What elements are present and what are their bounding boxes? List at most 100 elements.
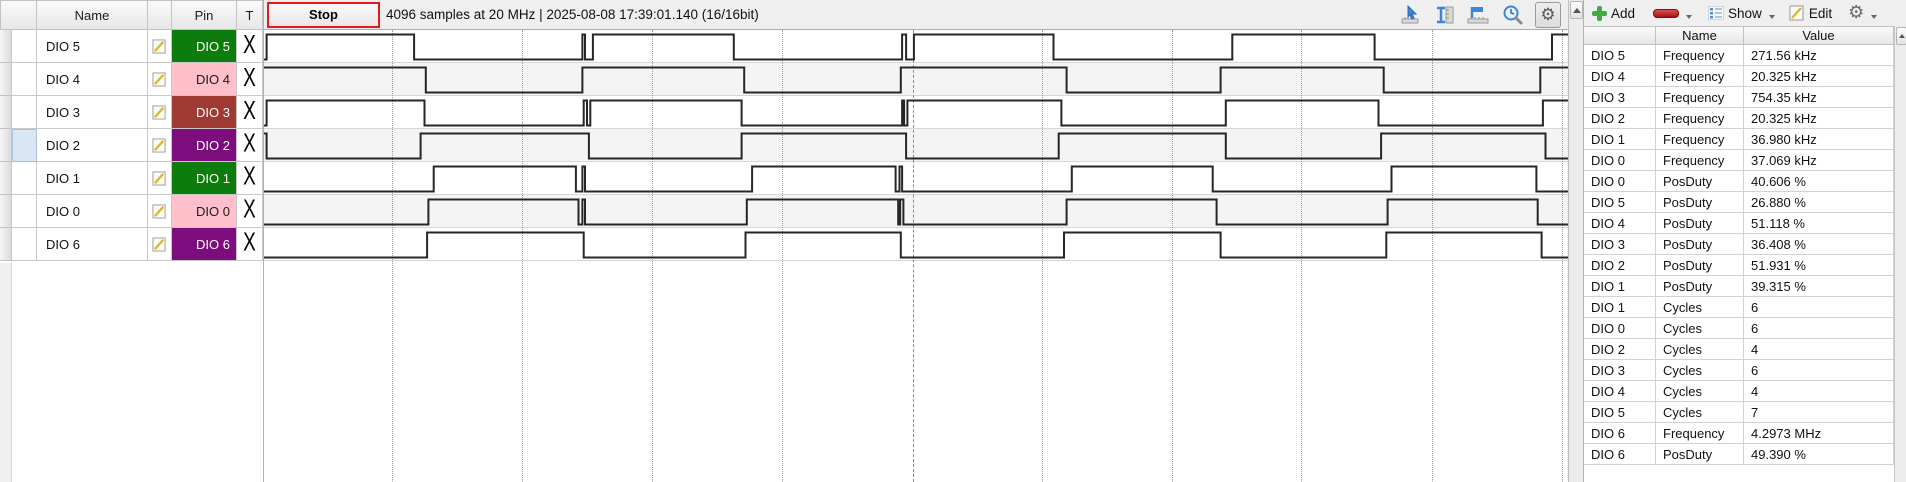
- row-select-cell[interactable]: [12, 228, 37, 261]
- waveform-plot[interactable]: [264, 30, 1569, 482]
- channel-pin-badge[interactable]: DIO 2: [172, 129, 237, 162]
- row-grip-handle[interactable]: [0, 96, 12, 129]
- hot-track-icon[interactable]: [1401, 5, 1423, 25]
- channel-pin-badge[interactable]: DIO 5: [172, 30, 237, 63]
- row-grip-handle[interactable]: [0, 228, 12, 261]
- trigger-cell[interactable]: X: [237, 195, 263, 228]
- row-select-cell[interactable]: [12, 195, 37, 228]
- row-grip-handle[interactable]: [0, 63, 12, 96]
- channel-name[interactable]: DIO 5: [37, 30, 148, 63]
- meas-value: 36.408 %: [1744, 234, 1894, 255]
- trigger-cell[interactable]: X: [237, 30, 263, 63]
- trigger-cell[interactable]: X: [237, 228, 263, 261]
- channel-name[interactable]: DIO 6: [37, 228, 148, 261]
- row-select-cell[interactable]: [12, 129, 37, 162]
- zoom-time-icon[interactable]: [1502, 4, 1524, 26]
- channel-name[interactable]: DIO 1: [37, 162, 148, 195]
- channel-note-button[interactable]: [148, 129, 172, 162]
- stop-button[interactable]: Stop: [267, 2, 380, 28]
- measurements-scrollbar[interactable]: [1894, 26, 1906, 482]
- channel-pin-badge[interactable]: DIO 0: [172, 195, 237, 228]
- channel-pin-badge[interactable]: DIO 4: [172, 63, 237, 96]
- meas-channel: DIO 1: [1584, 129, 1656, 150]
- row-select-cell[interactable]: [12, 63, 37, 96]
- add-measurement-button[interactable]: Add: [1592, 5, 1635, 21]
- header-corner-cell: [0, 0, 37, 30]
- flag-cursor-icon[interactable]: [1467, 5, 1491, 25]
- row-select-cell[interactable]: [12, 162, 37, 195]
- row-grip-handle[interactable]: [0, 162, 12, 195]
- row-grip-handle[interactable]: [0, 195, 12, 228]
- row-grip-handle[interactable]: [0, 129, 12, 162]
- grid-line: [652, 30, 653, 482]
- trigger-cell[interactable]: X: [237, 63, 263, 96]
- channel-pin-badge[interactable]: DIO 6: [172, 228, 237, 261]
- waveform-options-button[interactable]: ⚙: [1535, 2, 1561, 28]
- meas-channel: DIO 5: [1584, 402, 1656, 423]
- channel-name[interactable]: DIO 2: [37, 129, 148, 162]
- trigger-cell[interactable]: X: [237, 129, 263, 162]
- meas-name: Cycles: [1656, 297, 1744, 318]
- channel-name[interactable]: DIO 4: [37, 63, 148, 96]
- row-select-cell[interactable]: [12, 30, 37, 63]
- x-cursor-icon[interactable]: [1434, 5, 1456, 25]
- channel-pin-badge[interactable]: DIO 1: [172, 162, 237, 195]
- channel-note-button[interactable]: [148, 228, 172, 261]
- waveform-header: Stop 4096 samples at 20 MHz | 2025-08-08…: [264, 0, 1569, 30]
- measurements-options-button[interactable]: ⚙: [1848, 4, 1878, 22]
- meas-value: 36.980 kHz: [1744, 129, 1894, 150]
- row-select-cell[interactable]: [12, 96, 37, 129]
- scroll-up-button[interactable]: [1896, 27, 1906, 45]
- trigger-cell[interactable]: X: [237, 162, 263, 195]
- edit-measurement-button[interactable]: Edit: [1789, 5, 1832, 21]
- channel-name[interactable]: DIO 3: [37, 96, 148, 129]
- channel-note-button[interactable]: [148, 162, 172, 195]
- channel-note-button[interactable]: [148, 195, 172, 228]
- meas-channel: DIO 5: [1584, 45, 1656, 66]
- scroll-up-button[interactable]: [1570, 1, 1583, 19]
- channel-pin-badge[interactable]: DIO 3: [172, 96, 237, 129]
- show-menu-button[interactable]: Show: [1708, 6, 1775, 21]
- row-grip-handle[interactable]: [0, 30, 12, 63]
- channel-name[interactable]: DIO 0: [37, 195, 148, 228]
- channel-note-button[interactable]: [148, 96, 172, 129]
- up-arrow-icon: [1572, 7, 1581, 13]
- up-arrow-icon: [1898, 34, 1905, 38]
- meas-value: 20.325 kHz: [1744, 108, 1894, 129]
- meas-channel: DIO 4: [1584, 213, 1656, 234]
- grid-line: [1301, 30, 1302, 482]
- waveform-scrollbar[interactable]: [1568, 0, 1583, 482]
- channel-note-button[interactable]: [148, 30, 172, 63]
- remove-measurement-button[interactable]: [1653, 7, 1693, 19]
- channel-note-button[interactable]: [148, 63, 172, 96]
- trigger-cell[interactable]: X: [237, 96, 263, 129]
